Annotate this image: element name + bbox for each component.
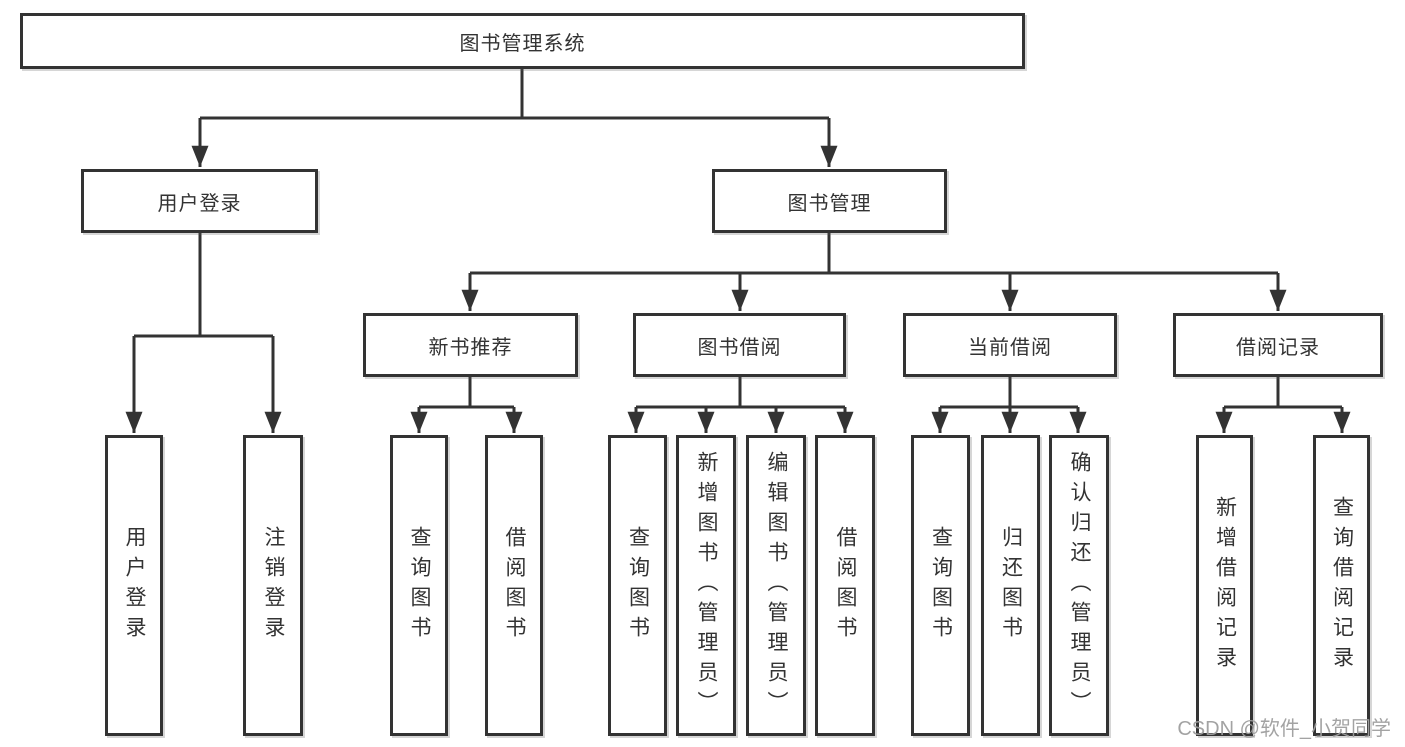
node-label: 当前借阅 [968,336,1052,359]
node-user-login-branch: 用户登录 [81,169,318,233]
connector-current-branch [940,377,1078,409]
node-label: 编辑图书（管理员） [765,450,788,721]
node-label: 借阅图书 [503,525,526,646]
node-confirm-return-admin: 确认归还（管理员） [1049,435,1109,736]
node-borrow-books-borrowing: 借阅图书 [815,435,875,736]
node-logout-leaf: 注销登录 [243,435,303,736]
node-add-books-admin: 新增图书（管理员） [676,435,736,736]
connector-borrow-branch [636,377,845,409]
node-add-borrow-record: 新增借阅记录 [1196,435,1253,736]
node-borrow-books-recommend: 借阅图书 [485,435,543,736]
node-user-login-leaf: 用户登录 [105,435,163,736]
node-book-borrowing: 图书借阅 [633,313,846,377]
node-return-books: 归还图书 [981,435,1040,736]
node-book-management-system: 图书管理系统 [20,13,1025,69]
node-label: 用户登录 [123,525,146,646]
watermark-text: CSDN @软件_小贺同学 [1177,718,1391,740]
node-label: 查询图书 [408,525,431,646]
node-label: 查询图书 [626,525,650,646]
node-label: 新增借阅记录 [1213,495,1237,676]
node-edit-books-admin: 编辑图书（管理员） [746,435,806,736]
node-new-book-recommendation: 新书推荐 [363,313,578,377]
connector-login-branch [134,233,273,338]
connector-root-branch [200,69,829,120]
node-label: 新书推荐 [428,336,513,359]
node-query-books-recommend: 查询图书 [390,435,448,736]
node-label: 图书借阅 [697,336,782,359]
node-label: 借阅记录 [1236,336,1320,359]
node-label: 借阅图书 [834,525,857,646]
node-query-books-borrowing: 查询图书 [608,435,667,736]
node-label: 注销登录 [262,525,285,646]
node-label: 图书管理系统 [459,32,586,55]
node-label: 确认归还（管理员） [1068,450,1091,721]
node-book-management-branch: 图书管理 [712,169,947,233]
node-label: 用户登录 [157,192,242,215]
node-current-borrowing: 当前借阅 [903,313,1117,377]
connector-mgmt-branch [470,233,1278,275]
node-label: 查询图书 [929,525,953,646]
node-label: 查询借阅记录 [1330,495,1354,676]
node-query-borrow-record: 查询借阅记录 [1313,435,1370,736]
connector-recommend-branch [419,377,514,409]
node-borrowing-records: 借阅记录 [1173,313,1383,377]
node-label: 新增图书（管理员） [695,450,718,721]
node-label: 归还图书 [999,525,1023,646]
node-label: 图书管理 [787,192,872,215]
node-query-books-current: 查询图书 [911,435,970,736]
connector-records-branch [1224,377,1342,409]
